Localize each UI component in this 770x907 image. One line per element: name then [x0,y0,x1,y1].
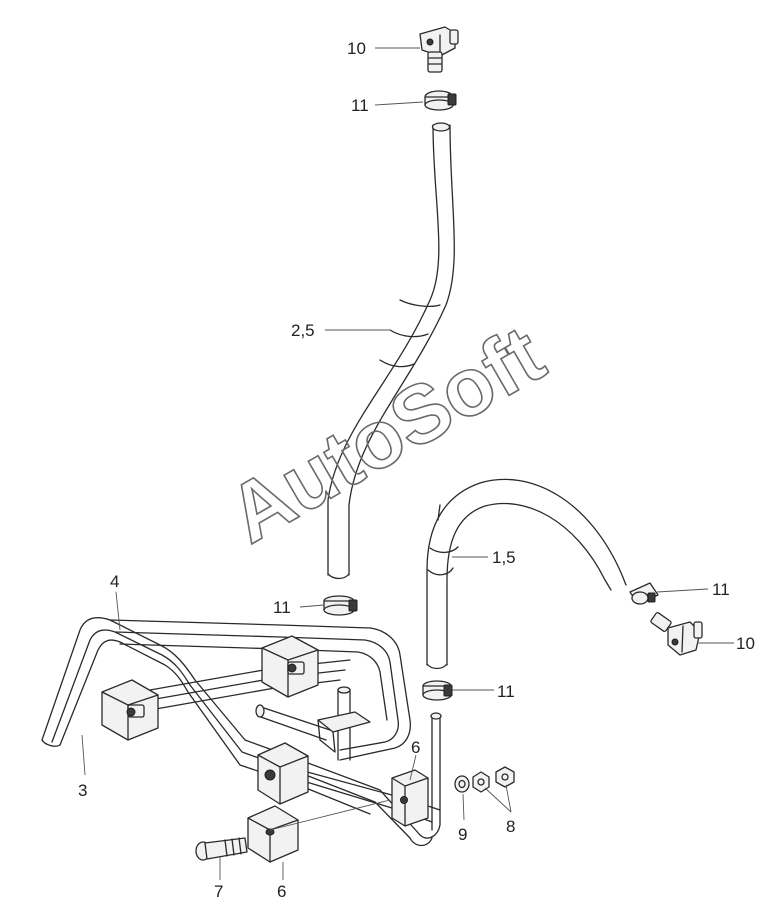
callout-10-right: 10 [736,634,755,653]
callout-11-mid-right: 11 [497,682,515,701]
pipe-bracket-center [261,635,319,698]
callout-8: 8 [506,817,515,836]
clamp-11-mid-right [422,680,453,701]
callout-3: 3 [78,781,87,800]
nuts-8 [472,766,515,793]
clamp-11-mid-left [323,595,358,616]
fitting-10-top [419,26,459,73]
callout-6-upper: 6 [411,738,420,757]
callout-2-5: 2,5 [291,321,315,340]
callout-6-lower: 6 [277,882,286,901]
clamp-11-right [629,582,659,605]
callout-labels: 10 11 2,5 1,5 11 10 4 11 11 3 6 9 8 7 6 [78,39,755,901]
callout-11-right: 11 [712,580,730,599]
callout-7: 7 [214,882,223,901]
fitting-10-right [650,612,703,656]
watermark-text: AutoSoft [214,309,559,561]
callout-1-5: 1,5 [492,548,516,567]
callout-9: 9 [458,825,467,844]
callout-4: 4 [110,572,119,591]
callout-11-top: 11 [351,96,369,115]
bolt-7 [195,837,248,861]
callout-11-mid-left: 11 [273,598,291,617]
clamp-block-6-lower [247,805,299,863]
clamp-block-6-upper [391,769,429,827]
pipe-assembly [41,617,442,847]
callout-10-top: 10 [347,39,366,58]
leader-lines [81,47,734,880]
pipe-bracket-lower [257,742,309,805]
hose-2-5 [327,122,455,580]
clamp-11-top [424,90,457,111]
hose-1-5 [426,478,627,670]
pipe-bracket-left [101,679,159,741]
washer-9 [454,775,470,793]
